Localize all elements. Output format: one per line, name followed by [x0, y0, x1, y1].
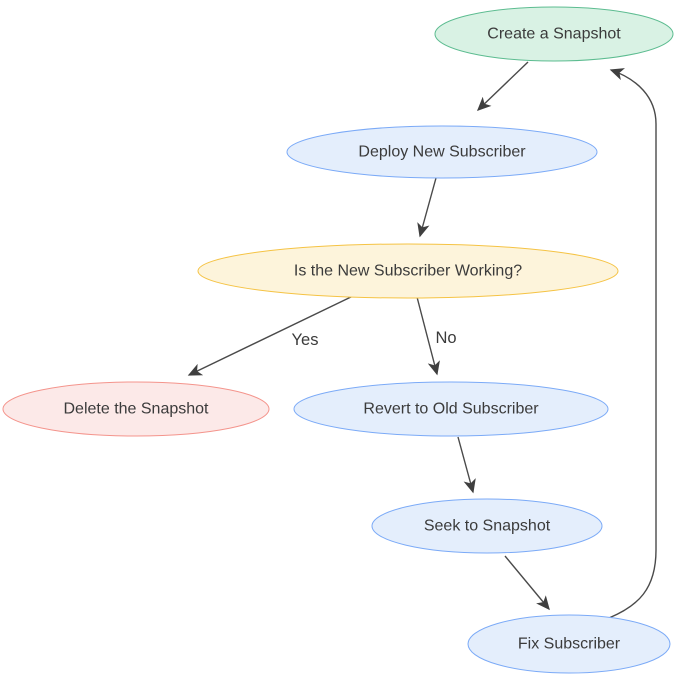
node-delete-snapshot: Delete the Snapshot: [2, 381, 270, 437]
node-deploy-new-subscriber-label: Deploy New Subscriber: [358, 144, 526, 161]
node-is-new-subscriber-working: Is the New Subscriber Working?: [197, 243, 619, 299]
node-fix-subscriber-label: Fix Subscriber: [518, 636, 621, 653]
node-fix-subscriber-shape: [467, 614, 671, 674]
node-revert-to-old-subscriber-shape: [293, 381, 609, 437]
node-create-snapshot: Create a Snapshot: [434, 6, 674, 62]
edge-create-to-deploy: [476, 61, 529, 111]
edge-label-no: No: [435, 329, 456, 347]
node-delete-snapshot-label: Delete the Snapshot: [64, 401, 210, 418]
node-fix-subscriber: Fix Subscriber: [467, 614, 671, 674]
node-seek-to-snapshot-shape: [371, 498, 603, 554]
edge-isworking-to-revert: [416, 296, 440, 376]
node-seek-to-snapshot-label: Seek to Snapshot: [424, 518, 551, 535]
edge-isworking-to-delete: [187, 295, 354, 376]
node-revert-to-old-subscriber: Revert to Old Subscriber: [293, 381, 609, 437]
edge-fix-to-create: [608, 68, 657, 619]
node-delete-snapshot-shape: [2, 381, 270, 437]
node-revert-to-old-subscriber-label: Revert to Old Subscriber: [363, 401, 539, 418]
node-is-new-subscriber-working-shape: [197, 243, 619, 299]
node-deploy-new-subscriber: Deploy New Subscriber: [286, 125, 598, 179]
node-deploy-new-subscriber-shape: [286, 125, 598, 179]
edge-seek-to-fix: [504, 555, 550, 611]
node-create-snapshot-shape: [434, 6, 674, 62]
edge-revert-to-seek: [457, 436, 476, 494]
edge-label-yes: Yes: [292, 331, 319, 349]
node-create-snapshot-label: Create a Snapshot: [487, 26, 621, 43]
edge-deploy-to-isworking: [417, 177, 437, 238]
node-is-new-subscriber-working-label: Is the New Subscriber Working?: [294, 263, 522, 280]
node-seek-to-snapshot: Seek to Snapshot: [371, 498, 603, 554]
